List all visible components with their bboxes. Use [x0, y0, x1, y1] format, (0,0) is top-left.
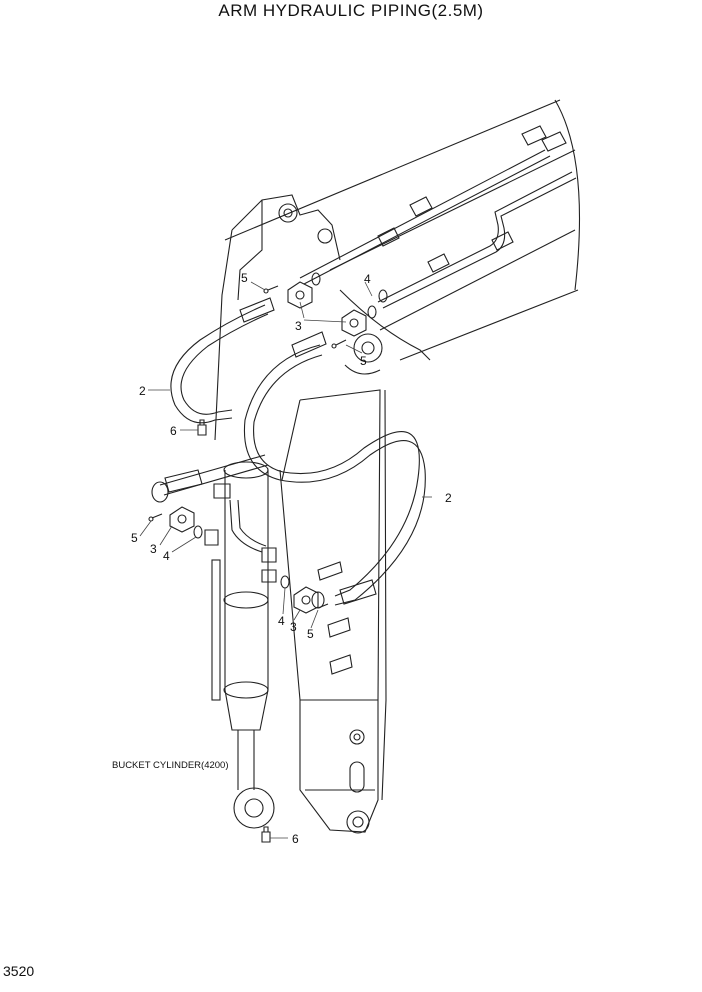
- callout-5: 5: [360, 354, 367, 368]
- hoses: [151, 297, 426, 609]
- callout-2: 2: [139, 384, 146, 398]
- callout-3: 3: [150, 542, 157, 556]
- callout-5: 5: [241, 271, 248, 285]
- callout-5: 5: [131, 531, 138, 545]
- callout-2: 2: [445, 491, 452, 505]
- page-title: ARM HYDRAULIC PIPING(2.5M): [218, 1, 484, 20]
- callout-6: 6: [170, 424, 177, 438]
- fittings: [148, 272, 388, 843]
- callout-4: 4: [163, 549, 170, 563]
- callouts: 5 4 3 5 2 6 2 5 3 4 4 3 5 6: [131, 271, 452, 846]
- arm-structure: [214, 194, 387, 834]
- bucket-cylinder-label: BUCKET CYLINDER(4200): [112, 760, 229, 771]
- callout-3: 3: [295, 319, 302, 333]
- boom-tubes: [299, 125, 577, 309]
- page-number: 3520: [3, 963, 35, 979]
- boom-structure: [224, 99, 580, 375]
- callout-5: 5: [307, 627, 314, 641]
- callout-4: 4: [278, 614, 285, 628]
- bucket-cylinder: [204, 461, 277, 829]
- leader-lines: [139, 281, 432, 839]
- callout-4: 4: [364, 272, 371, 286]
- callout-3: 3: [290, 620, 297, 634]
- callout-6: 6: [292, 832, 299, 846]
